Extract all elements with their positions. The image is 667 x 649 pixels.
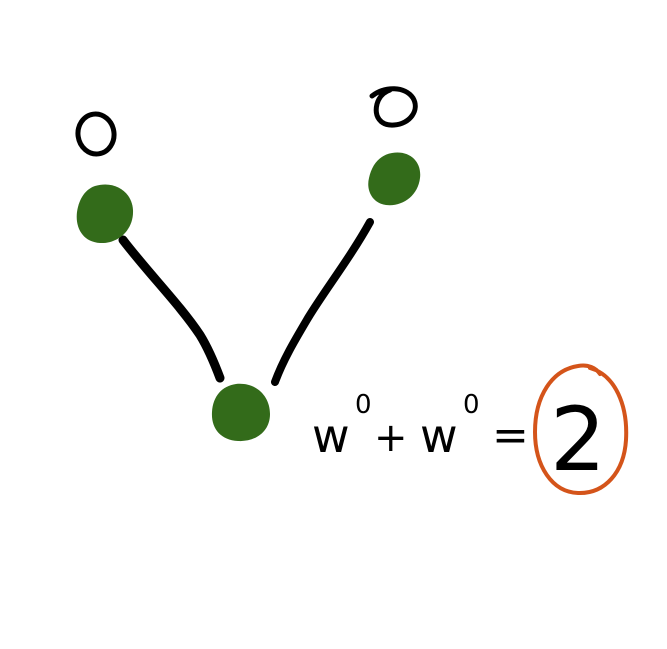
left-leaf-label: 0 bbox=[83, 114, 108, 160]
term2-exponent: 0 bbox=[463, 390, 480, 420]
right-leaf-label-glyph bbox=[369, 86, 418, 128]
term1-base: w bbox=[312, 409, 350, 463]
result-value: 2 bbox=[550, 388, 606, 491]
term2-base: w bbox=[420, 409, 458, 463]
left-leaf-node bbox=[76, 184, 134, 244]
left-leaf-label-glyph bbox=[75, 111, 117, 157]
edge-right-leaf-to-root bbox=[271, 218, 374, 386]
result-highlight-circle bbox=[532, 363, 629, 496]
term1-exponent: 0 bbox=[355, 390, 372, 420]
root-node bbox=[211, 383, 270, 442]
right-leaf-label: 0 bbox=[382, 84, 407, 130]
right-leaf-node bbox=[368, 152, 421, 206]
plus-sign: + bbox=[374, 415, 408, 461]
edge-left-leaf-to-root bbox=[118, 235, 225, 383]
equals-sign: = bbox=[492, 410, 529, 461]
equation: w 0 + w 0 = bbox=[312, 390, 529, 463]
